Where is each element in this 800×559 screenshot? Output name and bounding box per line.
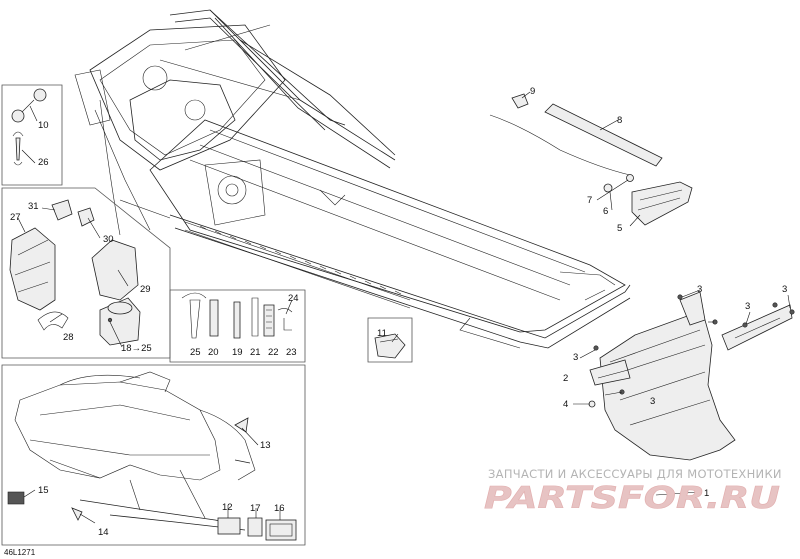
mirror-part: [33, 88, 47, 102]
callout-7: 7: [587, 195, 592, 206]
diagram-code: 46L1271: [4, 548, 36, 557]
watermark: ЗАПЧАСТИ И АКСЕССУАРЫ ДЛЯ МОТОТЕХНИКИ PA…: [484, 467, 782, 516]
callout-28: 28: [63, 332, 74, 343]
callout-4: 4: [563, 399, 568, 410]
callout-3: 3: [573, 352, 578, 363]
callout-3: 3: [650, 396, 655, 407]
callout-3: 3: [697, 284, 702, 295]
callout-31: 31: [28, 201, 39, 212]
watermark-logo: PARTSFOR.RU: [484, 481, 780, 516]
chassis-frame: [74, 9, 631, 349]
callout-14: 14: [98, 527, 109, 538]
snowflap: [599, 314, 736, 461]
callout-6: 6: [603, 206, 608, 217]
callout-5: 5: [617, 223, 622, 234]
callout-2: 2: [563, 373, 568, 384]
callout-labels: 1 2 3 3 3 3 3 4 5 6 7 8 9 10 11 12 13 14…: [4, 86, 787, 557]
callout-8: 8: [617, 115, 622, 126]
wire-clip: [511, 93, 529, 109]
watermark-caption: ЗАПЧАСТИ И АКСЕССУАРЫ ДЛЯ МОТОТЕХНИКИ: [488, 467, 782, 481]
callout-10: 10: [38, 120, 49, 131]
tool-23: [283, 318, 292, 331]
snowflap-group: [588, 291, 795, 461]
callout-3: 3: [782, 284, 787, 295]
decal-15: [7, 491, 25, 505]
callout-17: 17: [250, 503, 261, 514]
decal-13: [234, 417, 249, 433]
callout-1: 1: [704, 488, 709, 499]
rear-bumper-bar: [721, 304, 793, 351]
callout-24: 24: [288, 293, 299, 304]
wrench-part: [15, 137, 21, 161]
tool-20: [209, 299, 219, 337]
callout-19: 19: [232, 347, 243, 358]
callout-9: 9: [530, 86, 535, 97]
callout-21: 21: [250, 347, 261, 358]
callout-25: 25: [190, 347, 201, 358]
callout-12: 12: [222, 502, 233, 513]
pad-31: [51, 199, 73, 221]
callout-18: 18→25: [121, 343, 152, 354]
flap-bracket: [589, 359, 631, 386]
tool-19: [233, 301, 241, 339]
decal-16: [265, 519, 297, 541]
trim-strip: [544, 103, 663, 167]
sled-outline: [7, 371, 297, 541]
callout-13: 13: [260, 440, 271, 451]
leader-lines: [17, 91, 791, 524]
box-decal-view: [1, 364, 306, 546]
tail-light: [631, 181, 693, 226]
callout-27: 27: [10, 212, 21, 223]
callout-11: 11: [377, 328, 387, 339]
box-mirror-tools: [1, 84, 63, 186]
tool-22: [263, 304, 275, 337]
hitch-part: [374, 333, 406, 359]
decal-14: [71, 507, 83, 521]
strap-28: [37, 311, 69, 331]
decal-17: [247, 517, 263, 537]
callout-15: 15: [38, 485, 49, 496]
callout-26: 26: [38, 157, 49, 168]
cover-29: [91, 239, 139, 301]
callout-16: 16: [274, 503, 285, 514]
callout-23: 23: [286, 347, 297, 358]
decal-12: [217, 517, 241, 535]
spanner-25: [181, 292, 207, 339]
box-tool-kit: [169, 289, 306, 363]
box-item-11: [367, 317, 413, 363]
tool-21: [251, 297, 259, 337]
storage-bag: [9, 227, 56, 311]
callout-30: 30: [103, 234, 114, 245]
callout-20: 20: [208, 347, 219, 358]
callout-3: 3: [745, 301, 750, 312]
callout-29: 29: [140, 284, 151, 295]
tail-light-group: [489, 93, 693, 226]
pad-30: [77, 207, 95, 227]
callout-22: 22: [268, 347, 279, 358]
